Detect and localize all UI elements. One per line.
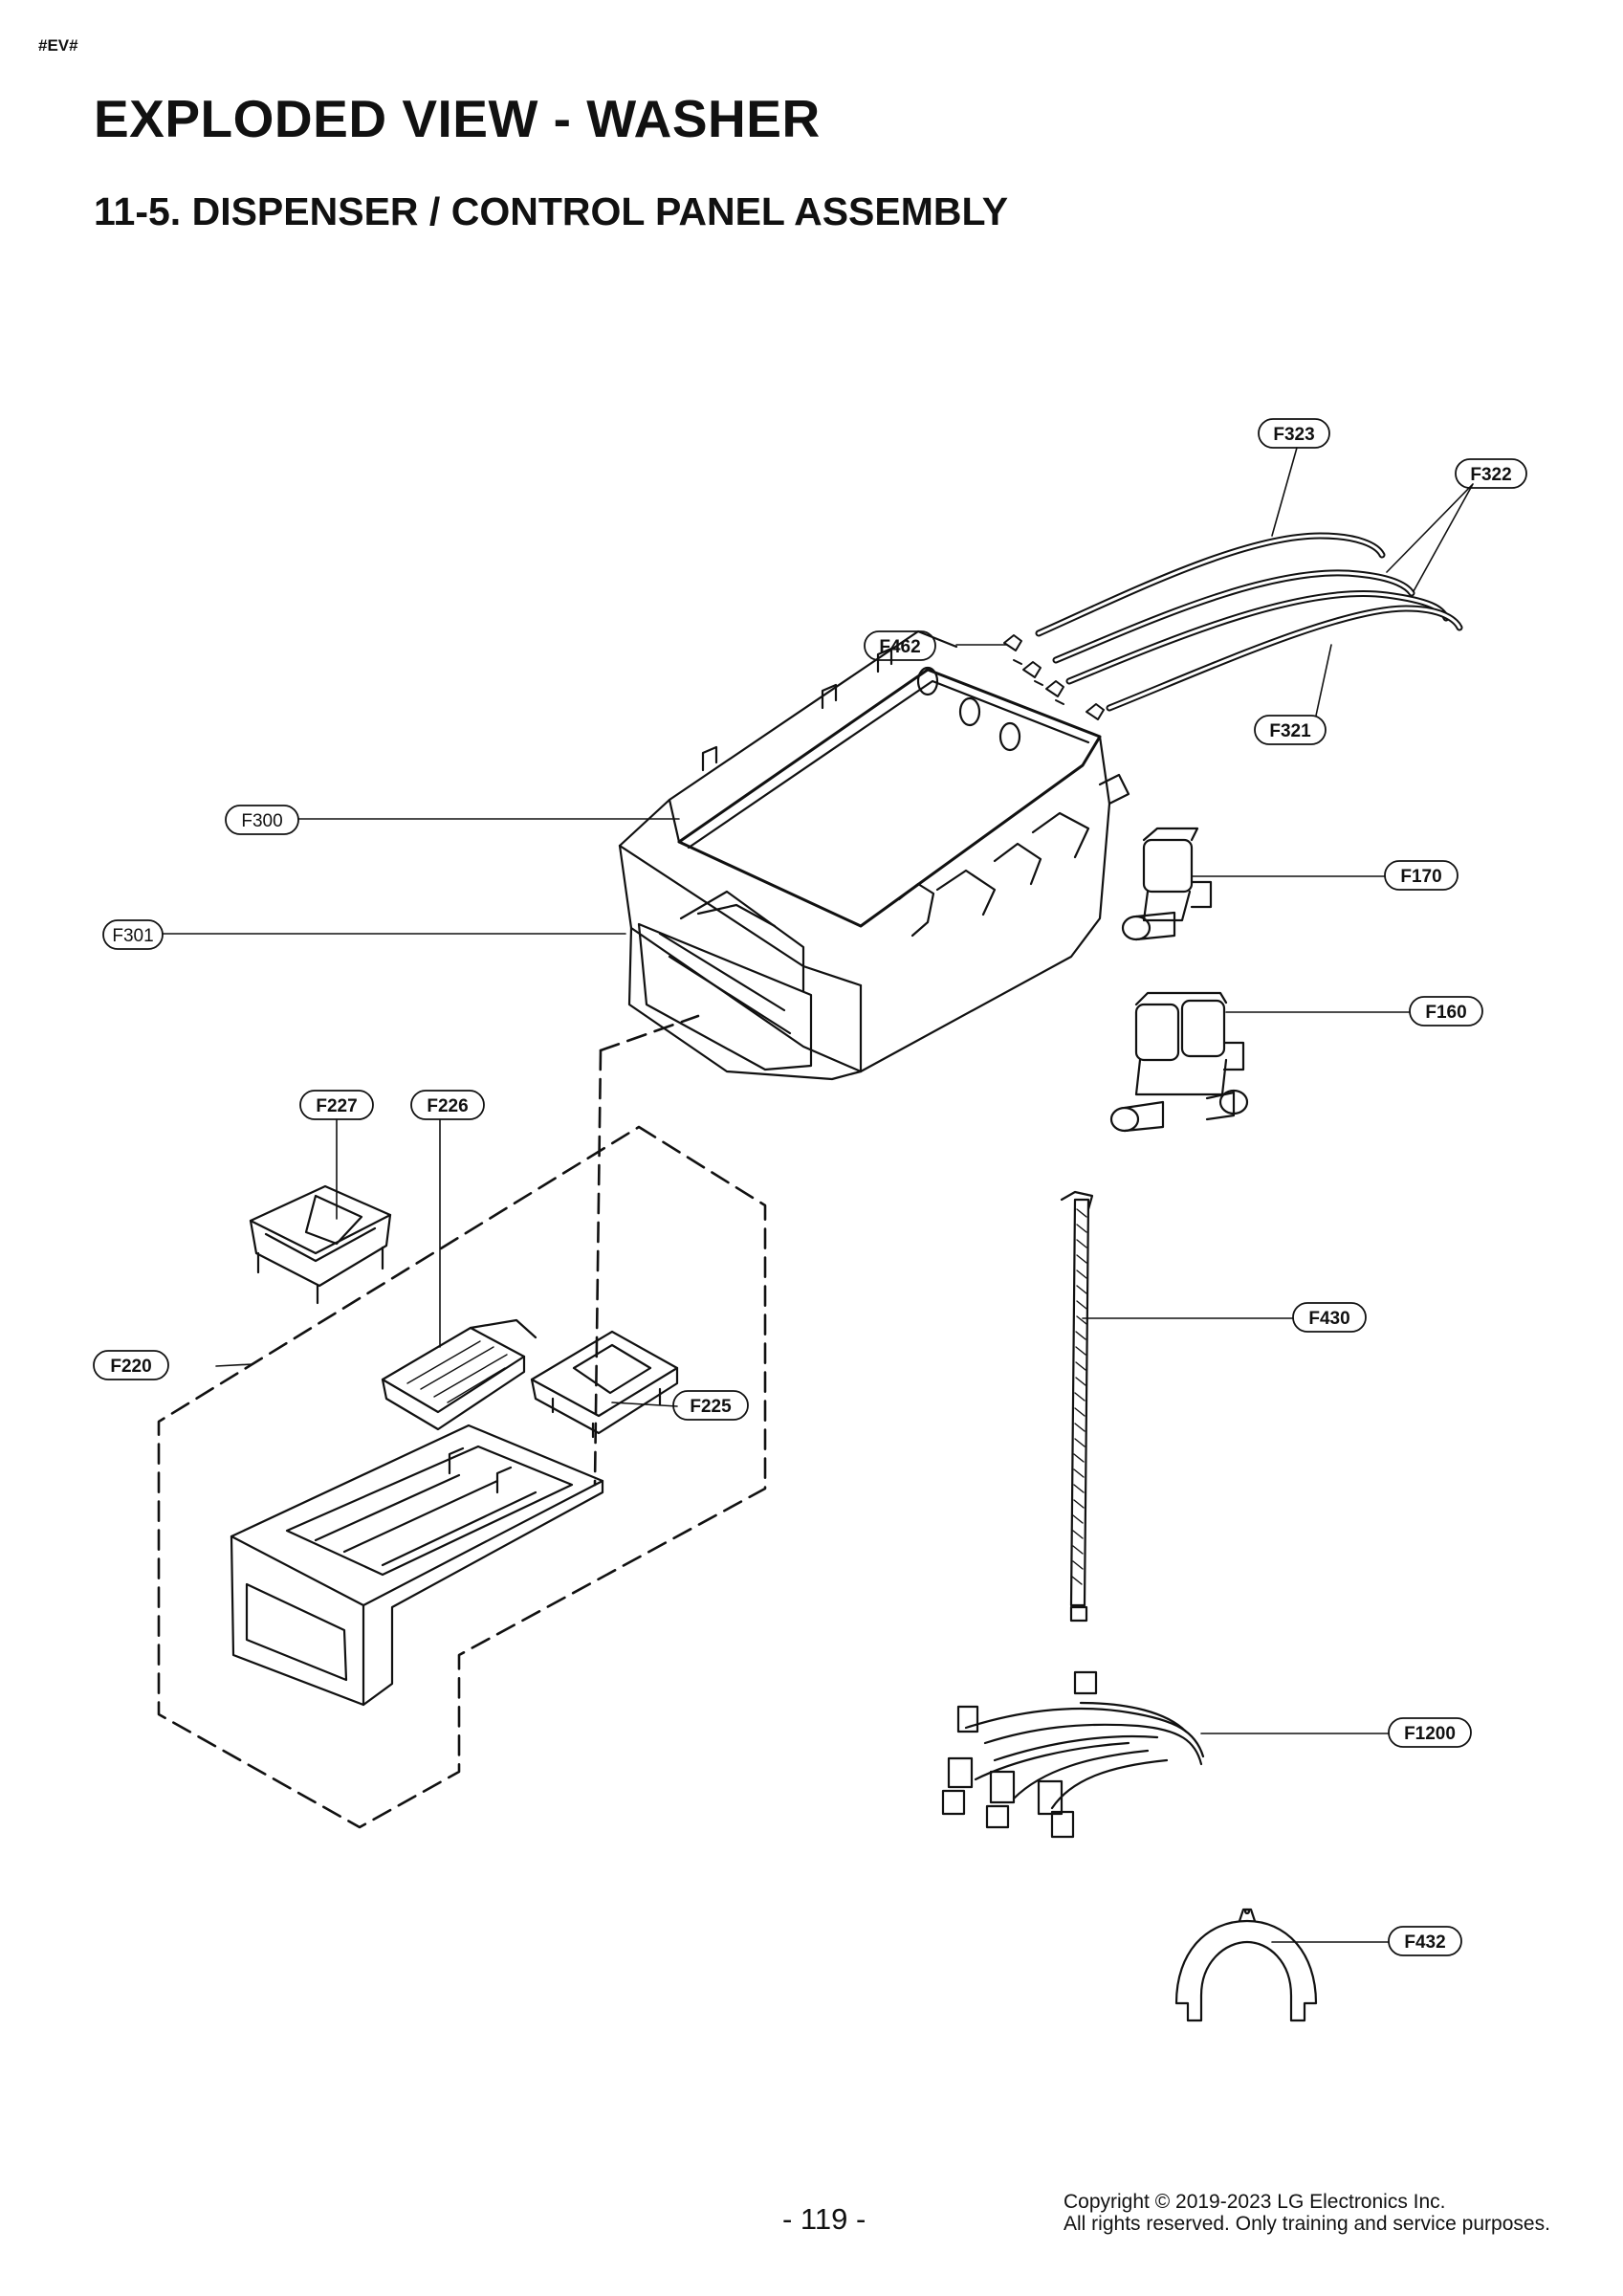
callout-f220: F220 (93, 1350, 169, 1380)
copyright-line: Copyright © 2019-2023 LG Electronics Inc… (1064, 2191, 1446, 2213)
hose-bracket (1174, 1908, 1318, 2022)
page-title: EXPLODED VIEW - WASHER (94, 89, 821, 148)
hose-f322-a-inner (1054, 571, 1414, 662)
callout-f170: F170 (1384, 860, 1459, 891)
callout-f462: F462 (864, 630, 936, 661)
wire-harness (941, 1670, 1205, 1839)
callout-f322: F322 (1455, 458, 1527, 489)
svg-text:F220: F220 (110, 1357, 151, 1377)
drain-hose (1060, 1190, 1094, 1623)
callout-f226: F226 (410, 1090, 485, 1120)
svg-text:F300: F300 (241, 811, 282, 831)
callout-f227: F227 (299, 1090, 374, 1120)
document-tag: #EV# (38, 36, 78, 55)
softener-cup (249, 1184, 392, 1305)
callout-f160: F160 (1409, 996, 1483, 1027)
svg-text:F322: F322 (1470, 465, 1511, 485)
detergent-filter (381, 1318, 537, 1431)
water-valve-single (1121, 827, 1213, 941)
svg-text:F432: F432 (1404, 1932, 1445, 1953)
callout-f321: F321 (1254, 715, 1327, 745)
section-title: 11-5. DISPENSER / CONTROL PANEL ASSEMBLY (94, 189, 1009, 233)
detergent-insert (530, 1330, 679, 1439)
svg-text:F225: F225 (690, 1397, 732, 1417)
callout-f323: F323 (1258, 418, 1330, 449)
svg-text:F1200: F1200 (1404, 1724, 1456, 1744)
callout-f1200: F1200 (1388, 1717, 1472, 1748)
drawer-group-outline (157, 1014, 767, 1829)
dispenser-housing (618, 629, 1130, 1081)
svg-text:F321: F321 (1269, 721, 1311, 741)
leader-lines (162, 447, 1474, 1943)
hose-f322-b-inner (1067, 591, 1448, 683)
hose-f321-inner (1108, 607, 1461, 710)
svg-text:F226: F226 (427, 1096, 468, 1116)
water-valve-double (1109, 991, 1249, 1133)
page-number: - 119 - (782, 2202, 866, 2236)
copyright-block: Copyright © 2019-2023 LG Electronics Inc… (1064, 2191, 1550, 2235)
callout-f432: F432 (1388, 1926, 1462, 1956)
callout-f225: F225 (672, 1390, 749, 1421)
svg-text:F160: F160 (1425, 1003, 1466, 1023)
svg-text:F430: F430 (1308, 1309, 1349, 1329)
callout-f430: F430 (1292, 1302, 1367, 1333)
svg-text:F170: F170 (1400, 867, 1441, 887)
hose-clamps (1003, 634, 1105, 720)
svg-text:F227: F227 (316, 1096, 357, 1116)
hose-f323-inner (1037, 534, 1384, 635)
hose-f323 (1035, 532, 1386, 637)
dispenser-drawer (230, 1424, 604, 1707)
svg-text:F462: F462 (879, 637, 920, 657)
callout-f301: F301 (102, 919, 164, 950)
callout-f300: F300 (225, 805, 299, 835)
svg-text:F323: F323 (1273, 425, 1314, 445)
svg-text:F301: F301 (112, 926, 153, 946)
rights-line: All rights reserved. Only training and s… (1064, 2213, 1550, 2235)
hose-f321 (1106, 605, 1463, 712)
